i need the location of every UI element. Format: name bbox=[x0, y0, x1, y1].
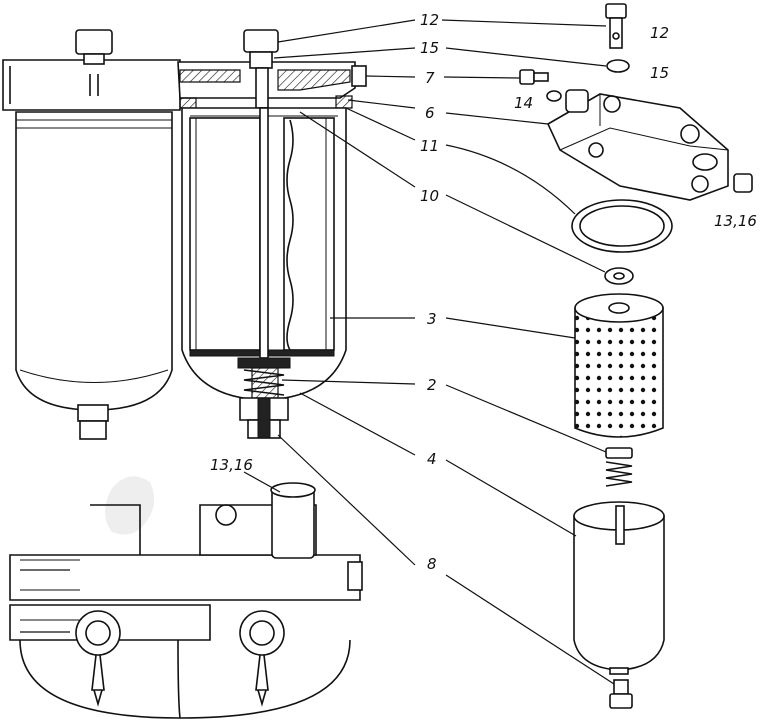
label-8: 8 bbox=[427, 555, 437, 573]
label-13-16-left: 13,16 bbox=[210, 456, 253, 474]
part-bowl-4 bbox=[573, 501, 665, 675]
part-bolt-12 bbox=[605, 3, 627, 49]
leader-lines bbox=[243, 19, 615, 685]
label-10: 10 bbox=[420, 187, 439, 205]
label-15: 15 bbox=[420, 39, 439, 57]
exploded-parts bbox=[519, 3, 753, 709]
part-housing-6 bbox=[546, 89, 729, 201]
part-spring-2 bbox=[605, 447, 633, 487]
filter-assembly-section bbox=[2, 29, 367, 440]
part-labels: 12 15 7 6 11 10 3 2 4 8 13,16 12 15 14 1… bbox=[210, 11, 757, 573]
part-bolt-7 bbox=[519, 69, 549, 85]
part-washer-15 bbox=[606, 59, 630, 73]
label-12: 12 bbox=[420, 11, 439, 29]
label-11: 11 bbox=[420, 137, 439, 155]
label-2: 2 bbox=[427, 376, 437, 394]
top-view-section bbox=[9, 482, 363, 719]
part-ring-11 bbox=[571, 199, 673, 253]
part-filter-element-3 bbox=[574, 293, 664, 438]
part-plug-13-16 bbox=[733, 173, 753, 193]
label-13-16-right: 13,16 bbox=[714, 212, 757, 230]
label-12-exploded: 12 bbox=[650, 24, 669, 42]
part-washer-14 bbox=[546, 90, 562, 102]
label-3: 3 bbox=[427, 310, 437, 328]
label-7: 7 bbox=[425, 69, 435, 87]
part-drain-bolt-8 bbox=[609, 679, 633, 709]
label-14: 14 bbox=[514, 94, 533, 112]
label-4: 4 bbox=[427, 450, 437, 468]
label-15-exploded: 15 bbox=[650, 64, 669, 82]
part-seal-10 bbox=[604, 267, 634, 285]
label-6: 6 bbox=[425, 104, 435, 122]
